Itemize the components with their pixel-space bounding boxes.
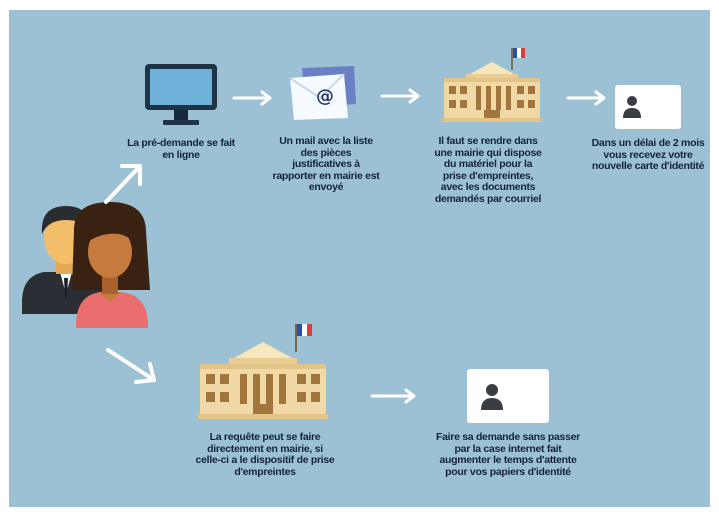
step-direct-2-text: Faire sa demande sans passer par la case… xyxy=(436,431,580,478)
arrow-right-icon xyxy=(566,90,610,106)
id-card-icon xyxy=(614,84,682,130)
step-direct-1-text: La requête peut se faire directement en … xyxy=(195,431,335,478)
arrow-right-icon xyxy=(232,90,276,106)
svg-text:@: @ xyxy=(316,86,334,107)
arrow-down-right-icon xyxy=(104,346,160,386)
town-hall-icon xyxy=(440,44,544,124)
step-online-3-text: Il faut se rendre dans une mairie qui di… xyxy=(434,135,542,205)
people-icon xyxy=(20,198,160,334)
email-envelope-icon: @ xyxy=(288,64,358,122)
arrow-right-icon xyxy=(380,88,424,104)
step-online-4-text: Dans un délai de 2 mois vous recevez vot… xyxy=(591,137,705,172)
step-online-1-text: La pré-demande se fait en ligne xyxy=(127,137,235,161)
arrow-right-icon xyxy=(370,388,420,404)
id-card-icon xyxy=(466,368,550,424)
step-online-2-text: Un mail avec la liste des pièces justifi… xyxy=(272,135,380,193)
arrow-up-right-icon xyxy=(102,160,146,206)
town-hall-icon xyxy=(196,320,330,422)
computer-monitor-icon xyxy=(143,62,219,128)
